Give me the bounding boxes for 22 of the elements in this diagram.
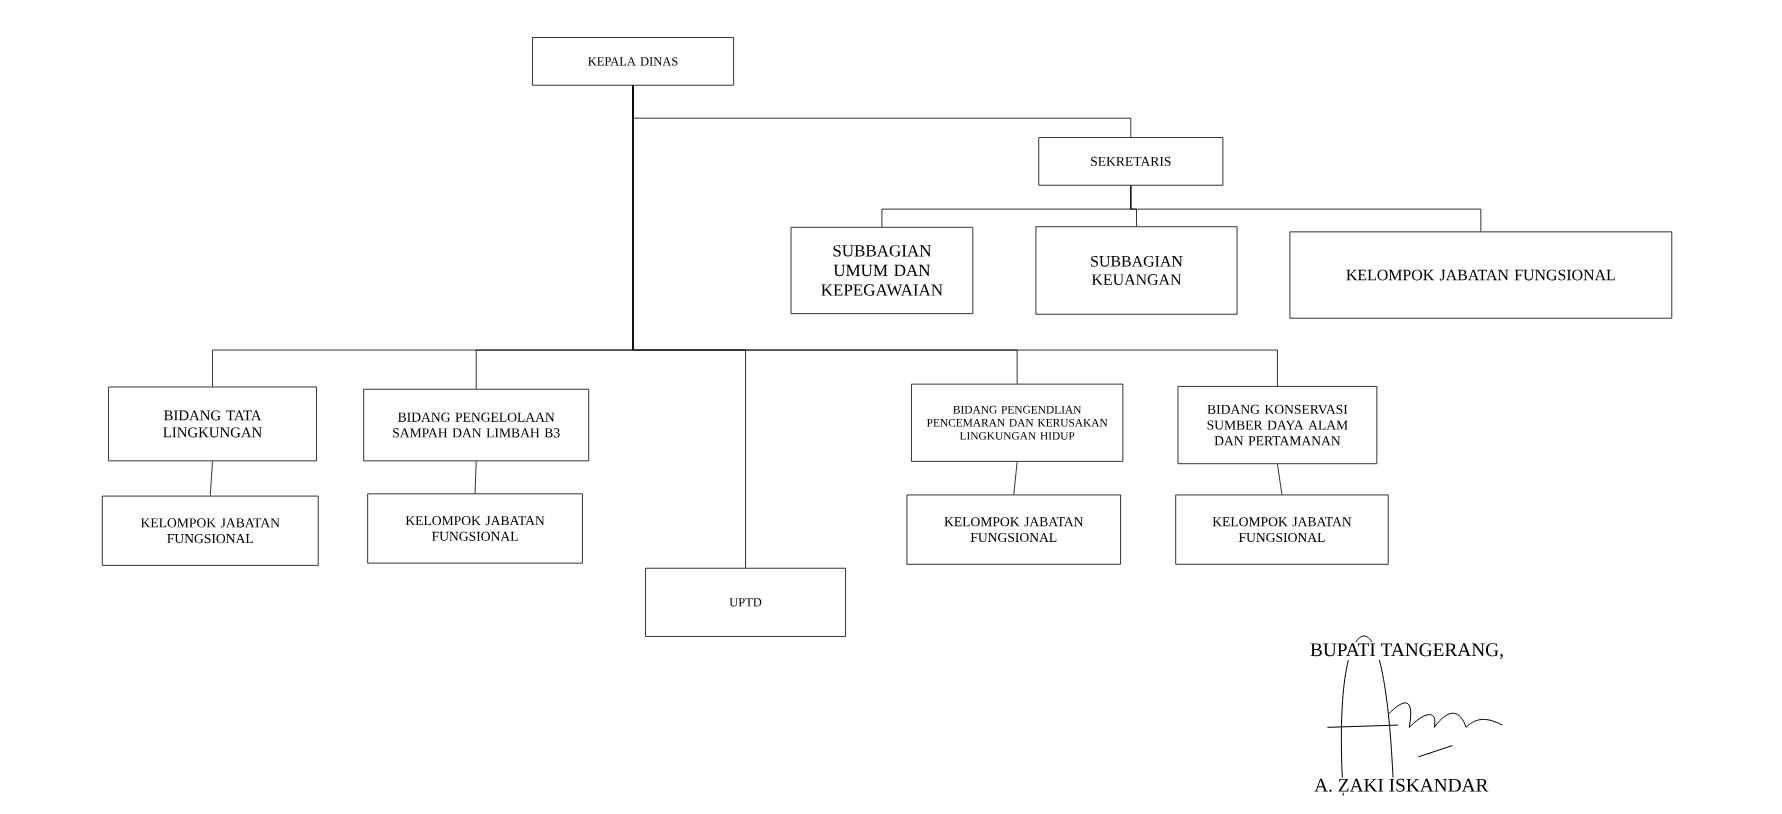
- org-box: BIDANG TATA LINGKUNGAN: [108, 386, 317, 462]
- signature-caption: A. ZAKI ISKANDAR: [1313, 777, 1490, 793]
- org-box: BIDANG KONSERVASI SUMBER DAYA ALAM DAN PERTAMANAN: [1177, 386, 1378, 465]
- org-box: KELOMPOK JABATAN FUNGSIONAL: [906, 494, 1121, 565]
- org-box: KEPALA DINAS: [532, 37, 734, 86]
- connector-line: [632, 85, 1278, 387]
- connector-line: [1013, 461, 1018, 496]
- connector-line: [209, 461, 213, 497]
- connector-line: [1130, 185, 1482, 232]
- org-box: KELOMPOK JABATAN FUNGSIONAL: [367, 493, 583, 564]
- org-box: UPTD: [645, 568, 846, 637]
- signature-caption: BUPATI TANGERANG,: [1309, 642, 1505, 661]
- org-box: SUBBAGIAN KEUANGAN: [1035, 226, 1238, 315]
- org-box: KELOMPOK JABATAN FUNGSIONAL: [1175, 494, 1389, 565]
- org-box: SEKRETARIS: [1038, 137, 1224, 186]
- org-box: SUBBAGIAN UMUM DAN KEPEGAWAIAN: [790, 227, 974, 315]
- org-box: KELOMPOK JABATAN FUNGSIONAL: [101, 495, 319, 566]
- connector-line: [1277, 463, 1283, 496]
- org-box: KELOMPOK JABATAN FUNGSIONAL: [1289, 231, 1673, 319]
- org-box: BIDANG PENGENDLIAN PENCEMARAN DAN KERUSAKAN LINGKUNGAN HIDUP: [911, 383, 1124, 462]
- org-box: BIDANG PENGELOLAAN SAMPAH DAN LIMBAH B3: [363, 389, 590, 462]
- connector-line: [474, 461, 477, 494]
